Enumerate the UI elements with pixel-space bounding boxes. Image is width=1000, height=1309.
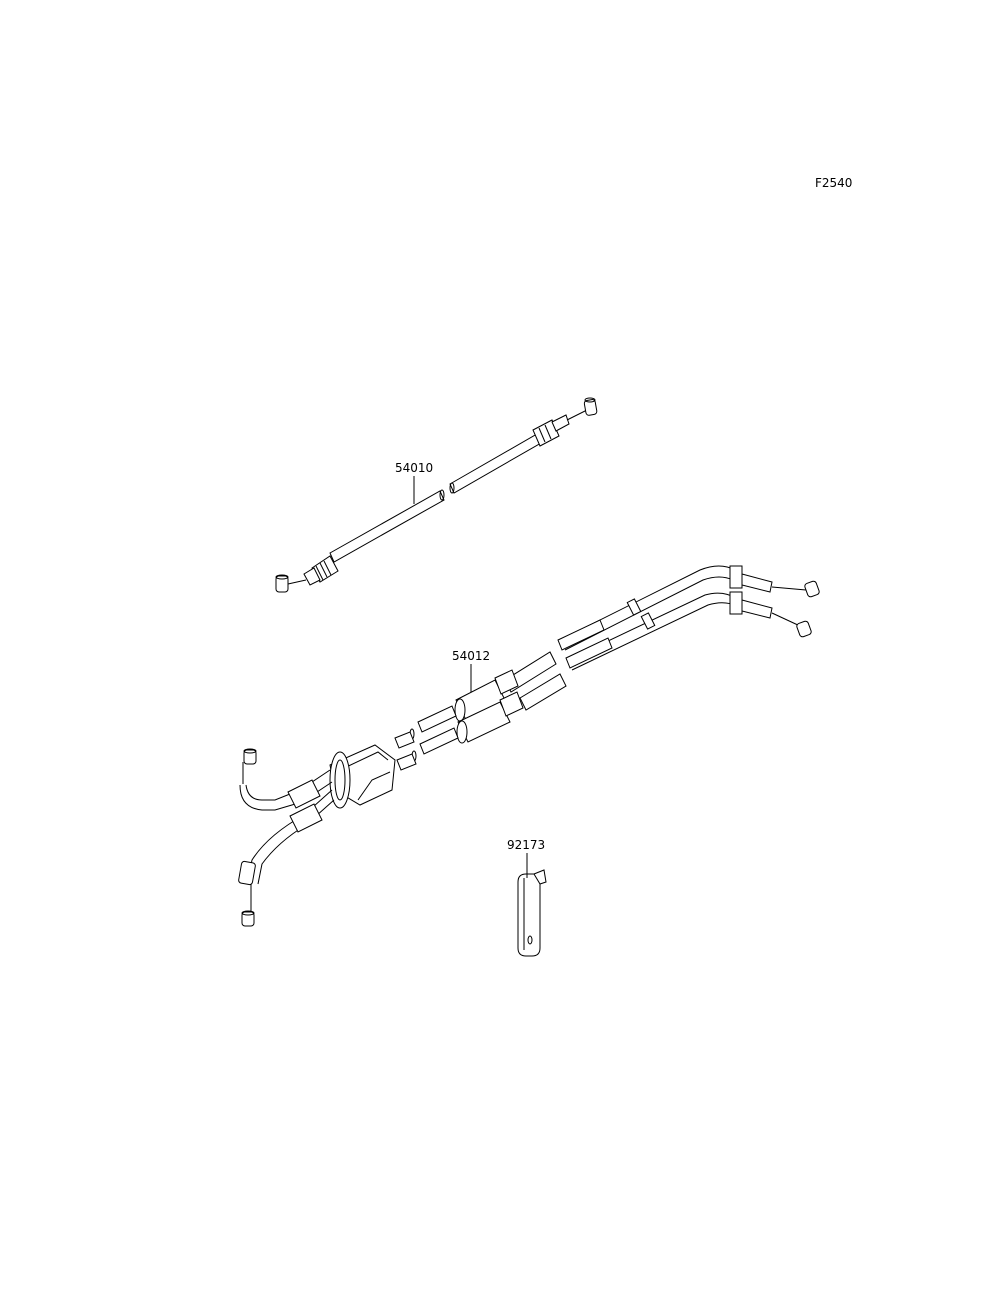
clamp-92173-drawing bbox=[517, 869, 547, 957]
part-number-54010: 54010 bbox=[395, 461, 433, 475]
cable-54010-drawing bbox=[275, 397, 598, 593]
cable-54012-drawing bbox=[238, 565, 820, 927]
part-number-54012: 54012 bbox=[452, 649, 490, 663]
figure-code: F2540 bbox=[815, 176, 852, 190]
part-number-92173: 92173 bbox=[507, 838, 545, 852]
